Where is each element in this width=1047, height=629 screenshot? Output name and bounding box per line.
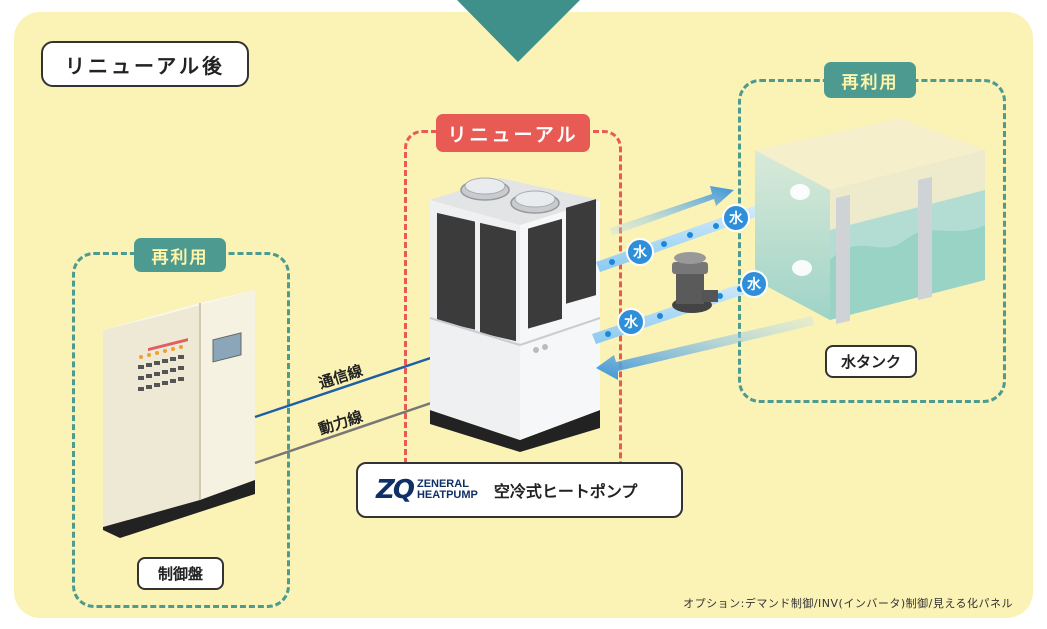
control-panel-label-text: 制御盤 [157,565,203,583]
heat-pump-unit [429,177,601,452]
water-badge-text: 水 [729,211,743,227]
renewal-tag: リニューアル [436,114,590,152]
tank-label: 水タンク [825,345,917,378]
logo-line-2: HEATPUMP [416,489,478,501]
water-badge-3: 水 [617,308,645,336]
logo-line-1: ZENERAL [416,478,469,490]
heatpump-label-text: 空冷式ヒートポンプ [493,482,638,501]
heatpump-label-box: ZQ ZENERAL HEATPUMP 空冷式ヒートポンプ [356,462,683,518]
water-badge-4: 水 [740,270,768,298]
zeneral-logo-mark: ZQ [376,475,415,505]
water-flow-arrow-out [596,316,814,380]
reuse-tag-control-panel: 再利用 [134,238,226,272]
reuse-tag-text: 再利用 [151,247,209,268]
water-badge-2: 水 [722,204,750,232]
water-badge-1: 水 [626,238,654,266]
water-badge-text: 水 [633,245,647,261]
page-title: リニューアル後 [65,53,225,78]
tank-label-text: 水タンク [840,353,901,371]
water-badge-text: 水 [624,315,638,331]
reuse-tag-text: 再利用 [841,72,899,93]
page-title-box: リニューアル後 [41,41,249,87]
reuse-tag-tank: 再利用 [824,62,916,98]
options-footnote: オプション:デマンド制御/INV(インバータ)制御/見える化パネル [683,597,1013,610]
renewal-tag-text: リニューアル [447,123,579,146]
pump [672,252,718,313]
control-cabinet [103,290,255,538]
water-badge-text: 水 [747,277,761,293]
control-panel-label: 制御盤 [137,557,224,590]
zeneral-logo-text: ZENERAL HEATPUMP [417,479,478,501]
water-flow-arrow-in [610,186,734,236]
water-tank [755,118,985,324]
